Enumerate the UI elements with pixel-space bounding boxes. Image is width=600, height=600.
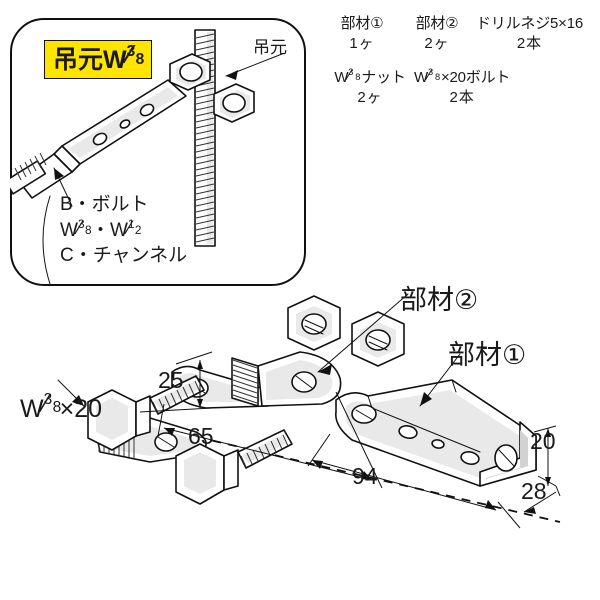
part-name-suffix: ×20ボルト bbox=[440, 69, 511, 86]
fraction-numerator: 3 bbox=[126, 42, 136, 60]
dimension-label-94: 94 bbox=[352, 463, 378, 489]
legend-line-channel: C・チャンネル bbox=[60, 245, 188, 266]
label-suffix: ×20 bbox=[59, 395, 103, 423]
part-qty: 2ヶ bbox=[357, 89, 383, 106]
badge-prefix: 吊元W bbox=[53, 46, 127, 74]
fraction-numerator: 3 bbox=[427, 67, 433, 78]
part-name-prefix: W bbox=[414, 69, 428, 86]
buzai2-plate-right-icon bbox=[257, 351, 342, 407]
fraction-slash: ⁄ bbox=[77, 216, 82, 239]
hex-nut-front-icon bbox=[351, 311, 405, 367]
callout-arrow-bolt bbox=[53, 167, 73, 207]
fraction-slash: ⁄ bbox=[43, 390, 48, 419]
fraction-denominator: 8 bbox=[135, 50, 145, 68]
part-name-suffix: ナット bbox=[361, 69, 406, 86]
legend-prefix: W bbox=[60, 220, 78, 241]
bolt-right-icon bbox=[175, 429, 293, 505]
legend-brace bbox=[42, 195, 51, 285]
dimension-28 bbox=[523, 485, 561, 514]
hex-nut-lower-icon bbox=[213, 83, 255, 123]
fraction-numerator: 3 bbox=[348, 67, 354, 78]
dimension-label-20: 20 bbox=[530, 428, 556, 454]
part-item-buzai1: 部材① 1ヶ bbox=[326, 14, 398, 53]
part-item-drill-screw: ドリルネジ5×16 2本 bbox=[476, 14, 583, 53]
fraction-one-half: 1⁄2 bbox=[128, 217, 142, 239]
part-qty: 1ヶ bbox=[349, 35, 375, 52]
dimension-label-25: 25 bbox=[158, 367, 184, 393]
fraction-three-eighths: 3⁄8 bbox=[126, 41, 145, 70]
fraction-three-eighths: 3⁄ 8 bbox=[348, 66, 361, 84]
callout-arrow-bolt-label bbox=[57, 379, 85, 407]
fraction-slash: ⁄ bbox=[126, 41, 131, 70]
label-buzai1: 部材① bbox=[448, 340, 527, 370]
fraction-slash: ⁄ bbox=[348, 66, 351, 84]
part-item-buzai2: 部材② 2ヶ bbox=[398, 14, 476, 53]
fraction-numerator: 3 bbox=[77, 218, 85, 232]
fraction-denominator: 8 bbox=[84, 224, 92, 238]
part-name: ドリルネジ5×16 bbox=[476, 15, 583, 32]
part-name: 部材① bbox=[340, 15, 384, 32]
part-qty: 2本 bbox=[449, 89, 475, 106]
fraction-numerator: 3 bbox=[43, 390, 53, 408]
fraction-three-eighths: 3⁄8 bbox=[78, 217, 92, 239]
dimension-20 bbox=[533, 425, 557, 487]
fraction-denominator: 8 bbox=[434, 72, 440, 83]
hex-nut-upper-icon bbox=[169, 53, 211, 91]
fraction-denominator: 8 bbox=[52, 398, 62, 416]
callout-arrow-buzai2 bbox=[317, 293, 409, 375]
hex-nut-back-icon bbox=[287, 295, 341, 351]
threaded-stud-icon bbox=[10, 152, 73, 199]
label-buzai2: 部材② bbox=[400, 285, 479, 315]
fraction-slash: ⁄ bbox=[427, 66, 431, 84]
inset-illustration bbox=[10, 29, 283, 285]
bolt-left-icon bbox=[87, 375, 205, 451]
fraction-slash: ⁄ bbox=[127, 216, 132, 239]
fraction-denominator: 2 bbox=[134, 224, 142, 238]
part-qty: 2ヶ bbox=[424, 35, 450, 52]
dimension-94 bbox=[307, 433, 521, 529]
legend-mid: ・W bbox=[90, 220, 128, 241]
buzai1-angle-bracket-icon bbox=[335, 379, 537, 487]
fraction-three-eighths: 3⁄8 bbox=[427, 66, 441, 84]
fraction-three-eighths: 3⁄8 bbox=[43, 390, 62, 419]
flat-bar-bracket-icon bbox=[53, 79, 187, 173]
parts-list-row-1: 部材① 1ヶ 部材② 2ヶ ドリルネジ5×16 2本 bbox=[326, 14, 594, 53]
part-name-prefix: W bbox=[334, 69, 349, 86]
callout-arrow-tsurimoto bbox=[225, 53, 283, 80]
label-prefix: W bbox=[20, 395, 44, 423]
part-name: 部材② bbox=[415, 15, 459, 32]
callout-arrow-buzai1 bbox=[419, 353, 461, 407]
fraction-numerator: 1 bbox=[127, 218, 135, 232]
dimension-label-65: 65 bbox=[188, 423, 214, 449]
fraction-denominator: 8 bbox=[355, 72, 361, 83]
dimension-65 bbox=[157, 391, 383, 489]
threaded-collar-icon bbox=[231, 357, 259, 407]
dimension-label-28: 28 bbox=[521, 478, 547, 504]
part-qty: 2本 bbox=[516, 35, 543, 52]
dimension-25 bbox=[139, 351, 213, 413]
legend-line-bolt: B・ボルト bbox=[60, 194, 149, 215]
callout-label-tsurimoto: 吊元 bbox=[253, 38, 287, 57]
main-assembly-illustration bbox=[57, 293, 561, 529]
